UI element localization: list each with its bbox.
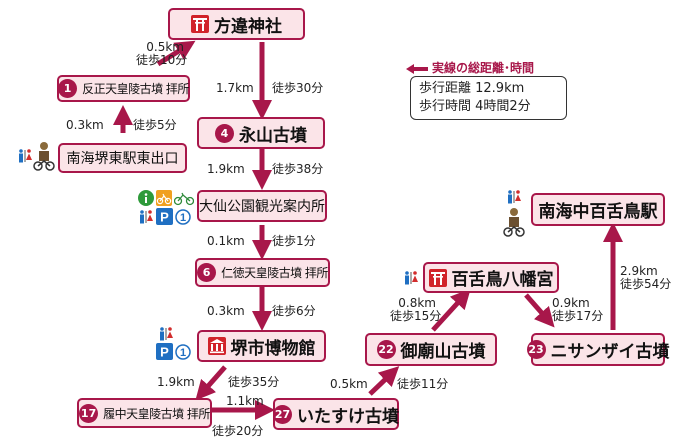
arrow-mozuhachiman-to-nisanzai	[524, 293, 555, 328]
arrow-museum-to-richu	[195, 365, 227, 401]
node-label: 仁徳天皇陵古墳 拝所	[221, 266, 328, 280]
segment-label: 徒歩6分	[272, 304, 316, 318]
spot-number-badge: 1	[58, 79, 78, 98]
spot-number-badge: 22	[376, 340, 396, 359]
total-distance: 歩行距離 12.9km	[419, 81, 525, 96]
spot-number-badge: 17	[79, 403, 99, 423]
total-summary-box: 歩行距離 12.9km 歩行時間 4時間2分	[410, 76, 567, 120]
legend-label: 実線の総距離･時間	[432, 61, 535, 75]
museum-icon	[207, 337, 226, 355]
svg-text:1: 1	[180, 212, 186, 224]
parking-icon: P	[156, 343, 173, 360]
node-daisen-info-center[interactable]: 大仙公園観光案内所	[197, 190, 327, 222]
segment-label: 徒歩35分	[228, 375, 280, 389]
bicycle-icon	[174, 192, 194, 206]
node-itasuke-tomb[interactable]: 27 いたすけ古墳	[273, 398, 399, 430]
spot-number-badge: 23	[526, 340, 546, 359]
node-mozu-hachimangu[interactable]: 百舌鳥八幡宮	[423, 262, 559, 293]
torii-icon	[191, 15, 209, 33]
node-gobyoyama-tomb[interactable]: 22 御廟山古墳	[365, 333, 497, 366]
node-hanzei-tomb[interactable]: 1 反正天皇陵古墳 拝所	[57, 75, 190, 102]
node-nankai-sakaihigashi-station[interactable]: 南海堺東駅東出口	[58, 143, 187, 173]
arrow-hanzei-to-hozuchi	[156, 40, 196, 67]
segment-label: 徒歩11分	[397, 377, 449, 391]
info-symbol-label: i	[138, 190, 154, 206]
node-label: 履中天皇陵古墳 拝所	[103, 406, 210, 421]
segment-label: 徒歩20分	[212, 424, 264, 438]
node-nisanzai-tomb[interactable]: 23 ニサンザイ古墳	[526, 333, 670, 366]
node-nankai-nakamozu-station[interactable]: 南海中百舌鳥駅	[531, 193, 665, 226]
torii-icon	[428, 268, 447, 287]
spot-number-badge: 6	[197, 263, 217, 282]
arrow-gobyoyama-to-mozuhachiman	[431, 288, 471, 332]
segment-label: 0.3km	[207, 304, 245, 318]
segment-label: 1.9km	[157, 375, 195, 389]
node-label: 御廟山古墳	[400, 342, 486, 362]
segment-label: 徒歩5分	[133, 118, 177, 132]
segment-label: 0.1km	[207, 234, 245, 248]
node-label: 反正天皇陵古墳 拝所	[82, 82, 189, 96]
node-label: ニサンザイ古墳	[550, 342, 670, 362]
node-label: 百舌鳥八幡宮	[451, 270, 554, 290]
node-label: いたすけ古墳	[297, 406, 399, 427]
segment-label: 1.7km	[216, 81, 254, 95]
svg-text:1: 1	[180, 347, 186, 359]
node-label: 方違神社	[214, 16, 282, 37]
spot-number-badge: 27	[273, 404, 292, 424]
node-label: 南海中百舌鳥駅	[538, 202, 658, 222]
node-nintoku-tomb[interactable]: 6 仁徳天皇陵古墳 拝所	[195, 258, 330, 287]
node-label: 永山古墳	[239, 125, 307, 146]
bus-stop-icon: 1	[175, 344, 191, 360]
node-label: 堺市博物館	[230, 338, 316, 359]
node-label: 南海堺東駅東出口	[66, 151, 179, 167]
info-icon	[138, 190, 154, 206]
legend-arrow-icon	[406, 63, 428, 74]
rental-cycle-icon	[156, 190, 172, 206]
restroom-icon	[508, 190, 521, 204]
spot-number-badge: 4	[215, 123, 234, 143]
node-label: 大仙公園観光案内所	[199, 199, 325, 215]
segment-label: 1.1km	[226, 394, 264, 408]
legend-title: 実線の総距離･時間	[406, 59, 534, 76]
bus-stop-icon: 1	[175, 209, 191, 225]
restroom-icon	[140, 210, 153, 224]
node-richu-tomb[interactable]: 17 履中天皇陵古墳 拝所	[77, 398, 212, 428]
node-nagayama-tomb[interactable]: 4 永山古墳	[197, 117, 325, 149]
segment-label: 1.9km	[207, 162, 245, 176]
restroom-icon	[405, 271, 418, 285]
node-sakai-city-museum[interactable]: 堺市博物館	[197, 330, 326, 362]
segment-label: 徒歩30分	[272, 81, 324, 95]
restroom-icon	[19, 149, 32, 163]
total-time: 歩行時間 4時間2分	[419, 99, 531, 114]
rental-cycle-person-icon	[33, 142, 55, 171]
rental-cycle-person-icon	[503, 208, 525, 237]
node-hozuchi-shrine[interactable]: 方違神社	[168, 8, 305, 40]
segment-label: 徒歩38分	[272, 162, 324, 176]
svg-text:P: P	[160, 210, 169, 225]
segment-label: 0.3km	[66, 118, 104, 132]
svg-text:P: P	[160, 345, 169, 360]
parking-icon: P	[156, 208, 173, 225]
arrow-itasuke-to-gobyoyama	[368, 366, 400, 396]
restroom-icon	[160, 327, 173, 341]
segment-label: 徒歩1分	[272, 234, 316, 248]
segment-label: 0.5km	[330, 377, 368, 391]
